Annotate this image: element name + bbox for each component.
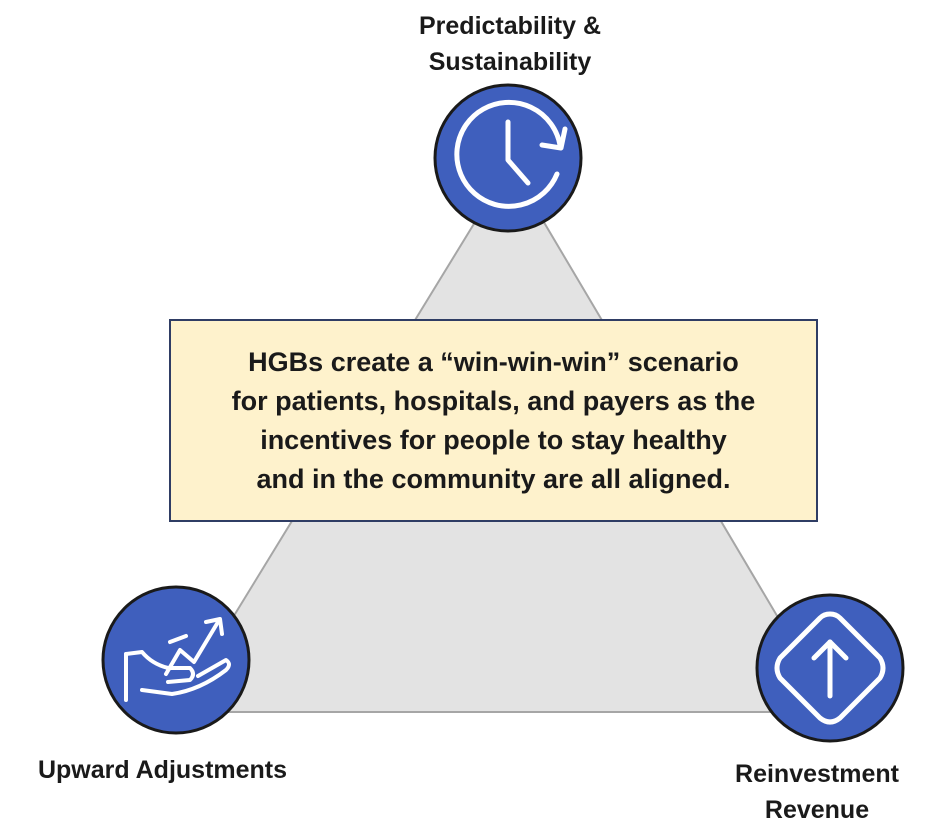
bottom-left-node-label: Upward Adjustments [0, 752, 325, 788]
clock-refresh-icon [454, 99, 568, 209]
bottom-right-node [755, 593, 905, 743]
callout-line-2: for patients, hospitals, and payers as t… [231, 385, 756, 416]
bottom-left-node-label-line-1: Upward Adjustments [37, 756, 288, 784]
top-node-label-line-1: Predictability & [419, 12, 601, 40]
callout-line-4: and in the community are all aligned. [256, 463, 731, 494]
callout-box: HGBs create a “win-win-win” scenario for… [169, 319, 818, 522]
top-node-label: Predictability & Sustainability [340, 8, 680, 80]
hand-rising-chart-icon [124, 617, 231, 702]
diamond-up-arrow-icon [774, 611, 886, 725]
top-node-label-line-2: Sustainability [428, 48, 592, 76]
callout-line-3: incentives for people to stay healthy [260, 424, 727, 455]
callout-line-1: HGBs create a “win-win-win” scenario [248, 346, 739, 377]
bottom-right-node-label: Reinvestment Revenue [700, 756, 934, 828]
bottom-right-node-label-line-1: Reinvestment [735, 760, 899, 788]
bottom-right-node-label-line-2: Revenue [764, 796, 870, 824]
top-node [433, 83, 583, 233]
bottom-left-node [101, 585, 251, 735]
